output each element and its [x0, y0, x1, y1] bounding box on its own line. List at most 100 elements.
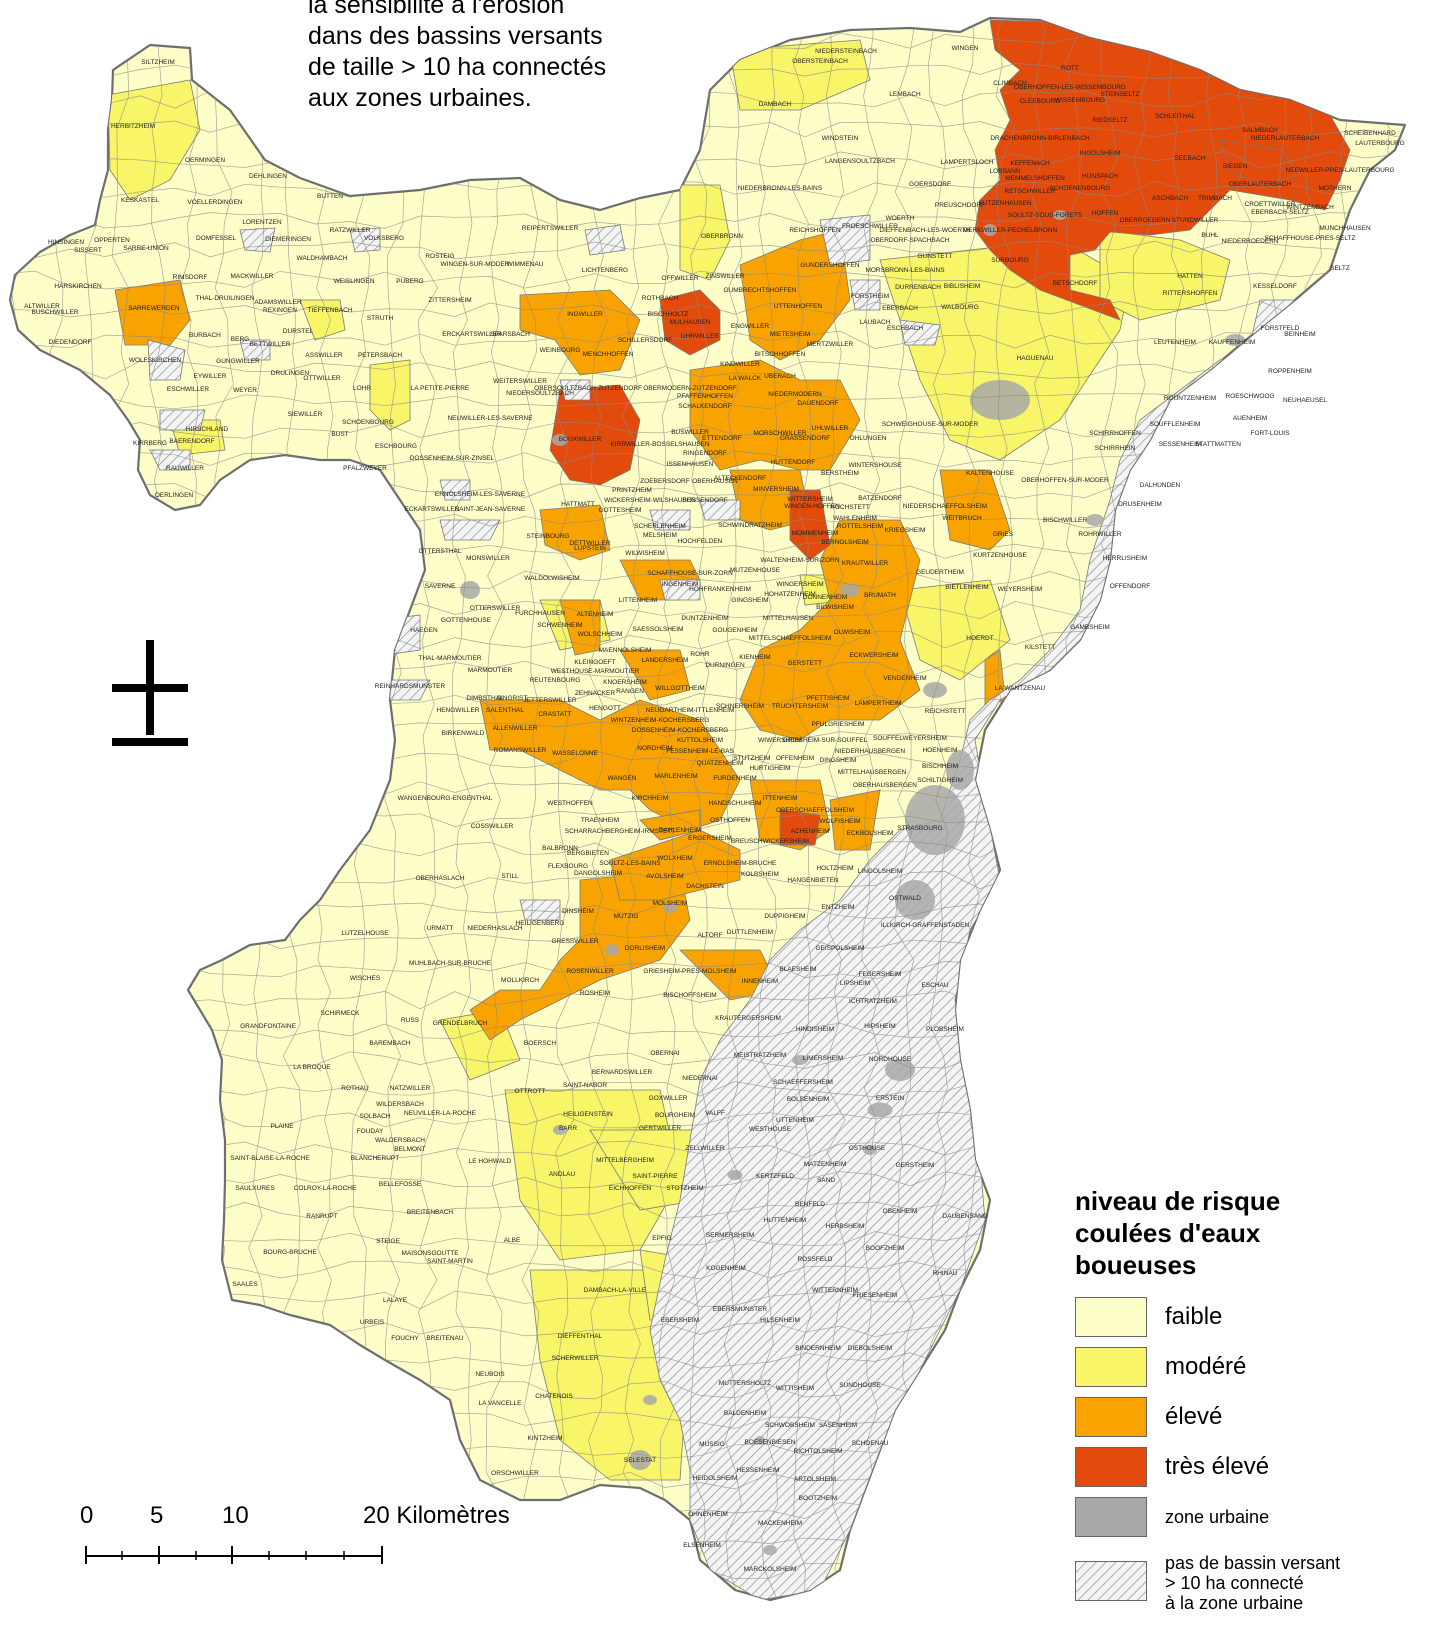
- legend: niveau de risque coulées d'eaux boueuses…: [1075, 1185, 1415, 1613]
- commune-label: HOCHSTETT: [830, 504, 870, 511]
- commune-label: WINTZENHEIM-KOCHERSBERG: [611, 717, 710, 724]
- commune-label: DAMBACH-LA-VILLE: [584, 1287, 647, 1294]
- commune-label: OBERHOFFEN-SUR-MODER: [1021, 477, 1109, 484]
- commune-label: HAEGEN: [410, 627, 438, 634]
- commune-label: MITTELHAUSEN: [763, 615, 814, 622]
- commune-label: MELSHEIM: [643, 532, 677, 539]
- commune-label: DETTWILLER: [569, 540, 610, 547]
- zone-hatched-10: [899, 319, 941, 346]
- commune-label: RATZWILLER: [330, 227, 371, 234]
- commune-label: SARREWERDEN: [128, 305, 180, 312]
- commune-label: LAUBACH: [860, 319, 891, 326]
- commune-label: GUMBRECHTSHOFFEN: [724, 287, 797, 294]
- commune-label: SOLBACH: [359, 1113, 390, 1120]
- commune-label: WITTERNHEIM: [812, 1287, 858, 1294]
- commune-label: WOLFISHEIM: [819, 818, 860, 825]
- commune-label: SAINT-PIERRE: [632, 1173, 678, 1180]
- commune-label: WALDOLWISHEIM: [524, 575, 579, 582]
- commune-label: PRINTZHEIM: [612, 487, 652, 494]
- commune-label: STILL: [501, 873, 519, 880]
- commune-label: DINGSHEIM: [820, 757, 857, 764]
- commune-label: OERMINGEN: [185, 157, 225, 164]
- commune-label: SCHALKENDORF: [678, 403, 731, 410]
- commune-label: OBERNAI: [650, 1050, 679, 1057]
- commune-label: FURDENHEIM: [713, 775, 756, 782]
- commune-label: ROESCHWOOG: [1225, 393, 1274, 400]
- commune-border: [485, 18, 506, 1600]
- commune-label: FORT-LOUIS: [1251, 430, 1291, 437]
- commune-label: ECKARTSWILLER: [405, 506, 460, 513]
- urban-area-6: [867, 1102, 893, 1118]
- commune-label: ANDLAU: [549, 1171, 576, 1178]
- commune-label: EPFIG: [652, 1235, 672, 1242]
- commune-label: ALTECKENDORF: [714, 475, 766, 482]
- commune-label: ZUTZENDORF: [598, 385, 642, 392]
- commune-label: LA VANCELLE: [479, 1400, 523, 1407]
- commune-border: [859, 18, 881, 1600]
- commune-label: DIEBOLSHEIM: [848, 1345, 892, 1352]
- commune-label: WIMMENAU: [507, 261, 544, 268]
- commune-label: OBERHOFFEN-LES-WISSEMBOURG: [1014, 84, 1126, 91]
- commune-label: HATTEN: [1177, 273, 1203, 280]
- commune-label: MITTELHAUSBERGEN: [838, 769, 907, 776]
- commune-label: GRESSWILLER: [552, 938, 599, 945]
- commune-label: GOERSDORF: [909, 181, 951, 188]
- commune-label: SCHWEIGHOUSE-SUR-MODER: [882, 421, 979, 428]
- legend-item-zone-urbaine: zone urbaine: [1075, 1497, 1415, 1547]
- commune-label: MEISTRATZHEIM: [734, 1052, 787, 1059]
- urban-area-15: [946, 750, 974, 790]
- commune-label: FORSTHEIM: [851, 293, 889, 300]
- commune-label: RIMSDORF: [173, 274, 208, 281]
- commune-label: VALFF: [705, 1110, 725, 1117]
- commune-label: BARR: [559, 1125, 577, 1132]
- commune-label: NEUHAEUSEL: [1283, 397, 1327, 404]
- commune-label: SCHIRRHEIN: [1095, 445, 1136, 452]
- urban-area-0: [905, 785, 965, 855]
- commune-label: HEILIGENBERG: [516, 920, 565, 927]
- commune-border: [417, 18, 439, 1600]
- commune-label: ROPPENHEIM: [1268, 368, 1312, 375]
- commune-label: WANGENBOURG-ENGENTHAL: [398, 795, 493, 802]
- commune-label: HUTTENHEIM: [764, 1217, 807, 1224]
- commune-label: MATZENHEIM: [804, 1161, 847, 1168]
- commune-label: ROUNTZENHEIM: [1164, 395, 1216, 402]
- commune-label: OTTERSTHAL: [419, 548, 462, 555]
- commune-label: SCHWOBSHEIM: [765, 1422, 815, 1429]
- commune-label: CROETTWILLER: [1245, 201, 1296, 208]
- zone-hatched-13: [439, 519, 501, 541]
- commune-label: PREUSCHDORF: [935, 202, 985, 209]
- commune-label: OTTWILLER: [303, 375, 341, 382]
- commune-label: WINGEN-SUR-MODER: [441, 261, 510, 268]
- commune-label: KIRCHHEIM: [632, 795, 668, 802]
- commune-label: ROSSFELD: [797, 1256, 832, 1263]
- zone-modere-6: [299, 299, 346, 341]
- commune-label: TRIMBACH: [1198, 195, 1232, 202]
- legend-swatch: [1075, 1347, 1147, 1387]
- commune-label: BRUMATH: [864, 592, 896, 599]
- commune-label: ZELLWILLER: [685, 1145, 725, 1152]
- scale-label-5: 5: [150, 1502, 164, 1529]
- commune-label: SOUFFLENHEIM: [1150, 421, 1201, 428]
- scale-bar-graphic: [85, 1546, 383, 1564]
- commune-label: OBERSCHAEFFOLSHEIM: [776, 807, 854, 814]
- commune-label: UTTENHEIM: [776, 1117, 814, 1124]
- commune-label: STOTZHEIM: [666, 1185, 703, 1192]
- commune-label: SERMERSHEIM: [706, 1232, 754, 1239]
- commune-label: BLANCHERUPT: [351, 1155, 399, 1162]
- commune-label: ICHTRATZHEIM: [849, 998, 897, 1005]
- commune-label: NEUGARTHEIM-ITTLENHEIM: [646, 707, 735, 714]
- commune-label: SAALES: [232, 1281, 258, 1288]
- legend-label: très élevé: [1165, 1453, 1270, 1480]
- commune-label: BURBACH: [189, 332, 221, 339]
- commune-label: BOURGHEIM: [655, 1112, 695, 1119]
- commune-border: [10, 181, 1405, 198]
- commune-border: [825, 18, 847, 1600]
- commune-label: OPPERTEN: [94, 237, 130, 244]
- commune-label: KOGENHEIM: [706, 1265, 746, 1272]
- commune-label: LIMERSHEIM: [803, 1055, 843, 1062]
- commune-label: NEUBOIS: [475, 1371, 505, 1378]
- commune-label: RITTERSHOFFEN: [1163, 290, 1218, 297]
- commune-label: INGENHEIM: [662, 581, 699, 588]
- scale-label-0: 0: [80, 1502, 94, 1529]
- commune-label: STRUTH: [367, 315, 394, 322]
